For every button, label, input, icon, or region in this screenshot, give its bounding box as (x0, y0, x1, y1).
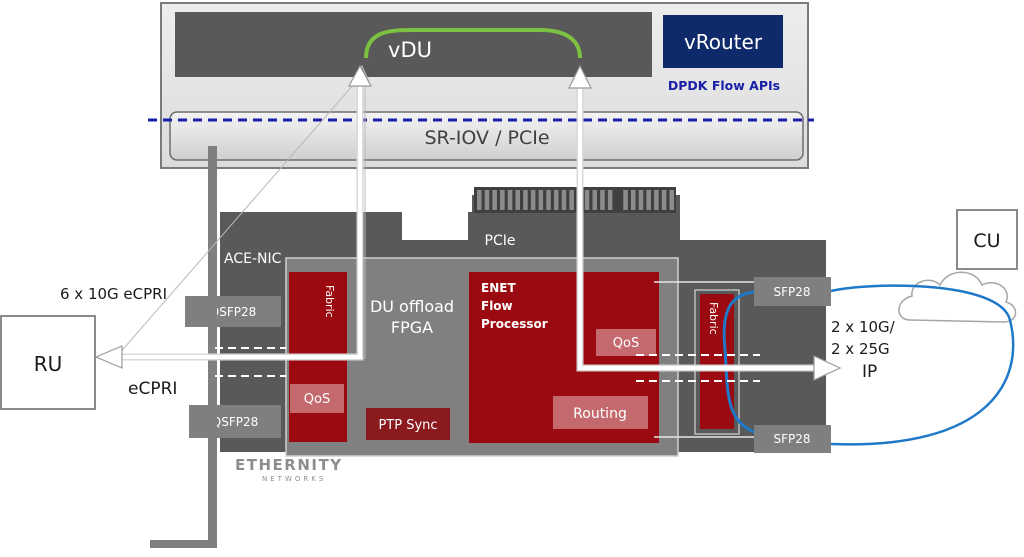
pcie-pin (492, 190, 497, 210)
ecpri-speed-label: 6 x 10G eCPRI (60, 285, 167, 303)
qsfp28-port-top (185, 296, 281, 327)
pcie-pin (507, 190, 513, 210)
ethernity-logo-sub: NETWORKS (262, 475, 326, 483)
sfp28-port-top (754, 277, 831, 306)
pcie-pin (600, 190, 605, 210)
sriov-bar (169, 111, 804, 161)
vdu-label: vDU (388, 38, 432, 62)
sfp28-port-bottom (754, 425, 831, 453)
ptp-sync-label: PTP Sync (378, 418, 437, 433)
uplink-arrow-shaft-inner (578, 82, 818, 370)
pcie-pin (592, 190, 597, 210)
pcie-pin (538, 190, 544, 210)
pcie-path-left-rail (208, 146, 217, 546)
pcie-pin (661, 190, 667, 210)
qsfp28-top-label: QSFP28 (210, 305, 256, 319)
vdu-box (175, 12, 652, 77)
pcie-pin (561, 190, 567, 210)
server-host: vDU vRouter DPDK Flow APIs SR-IOV / PCIe (148, 2, 814, 169)
enet-label-line1: ENET (481, 281, 516, 295)
routing-label: Routing (573, 406, 627, 422)
qos-left-label: QoS (304, 392, 330, 407)
vrouter-box (663, 15, 783, 68)
pcie-pin (484, 190, 490, 210)
acenic-label: ACE-NIC (224, 251, 282, 267)
ptp-sync-box (366, 408, 450, 440)
pcie-pin (669, 190, 674, 210)
fabric-left-label: Fabric (323, 285, 336, 318)
downlink-arrowhead-up (347, 64, 373, 87)
mounting-hole (421, 219, 435, 233)
pcie-pin (530, 190, 536, 210)
ecpri-label: eCPRI (128, 379, 177, 399)
ip-speed-line1: 2 x 10G/ (831, 318, 896, 336)
pcie-pin (623, 190, 628, 210)
nic-card: PCIe ACE-NIC DU offload FPGA PTP Sync Fa… (185, 187, 831, 483)
qos-enet-box (596, 329, 656, 356)
vdu-green-arc (364, 28, 582, 59)
pcie-path-bottom-rail (150, 540, 217, 548)
pcie-pin (654, 190, 659, 210)
routing-box (553, 396, 648, 429)
fpga-title-line2: FPGA (391, 318, 433, 337)
sfp28-top-label: SFP28 (773, 285, 810, 299)
sriov-label: SR-IOV / PCIe (424, 127, 549, 149)
ru-label: RU (34, 352, 63, 376)
fpga-title-line1: DU offload (370, 297, 454, 316)
vrouter-label: vRouter (684, 30, 763, 54)
cu-network-cloud (898, 271, 1017, 323)
pcie-pin (477, 190, 482, 210)
pcie-pin (546, 190, 551, 210)
pcie-pin (607, 190, 613, 210)
fabric-right-frame (694, 289, 740, 435)
dpdk-label: DPDK Flow APIs (668, 78, 780, 93)
qos-left-box (290, 384, 344, 413)
pcie-pin (584, 190, 590, 210)
fabric-right-block (700, 294, 734, 429)
enet-label-line2: Flow (481, 299, 513, 313)
pcie-pin (569, 190, 574, 210)
fabric-right-label: Fabric (707, 302, 720, 335)
pcie-pin (515, 190, 520, 210)
cu-label: CU (973, 230, 1000, 252)
pcie-pin (631, 190, 636, 210)
qsfp28-bottom-label: QSFP28 (212, 415, 258, 429)
sfp28-bottom-label: SFP28 (773, 432, 810, 446)
pcie-pin (638, 190, 644, 210)
cu-box (956, 209, 1018, 270)
ethernity-logo: ETHERNITY (235, 456, 343, 474)
uplink-arrowhead-up (568, 64, 592, 89)
pcie-pin (500, 190, 505, 210)
ru-box (0, 315, 96, 410)
ip-speed-line2: 2 x 25G (831, 340, 890, 358)
downlink-arrowhead-left (94, 345, 123, 369)
ip-label: IP (862, 362, 877, 382)
pcie-pin (646, 190, 651, 210)
pcie-label: PCIe (485, 233, 516, 249)
qos-enet-label: QoS (613, 336, 639, 351)
downlink-arrow-shaft-outline (118, 80, 362, 359)
enet-label-line3: Processor (481, 317, 548, 331)
pcie-pin (523, 190, 528, 210)
uplink-arrowhead-right (813, 355, 842, 381)
blue-cable-inner (722, 290, 755, 434)
blue-cable-loop (830, 284, 1015, 446)
pcie-pin (554, 190, 559, 210)
qsfp28-port-bottom (189, 405, 281, 438)
